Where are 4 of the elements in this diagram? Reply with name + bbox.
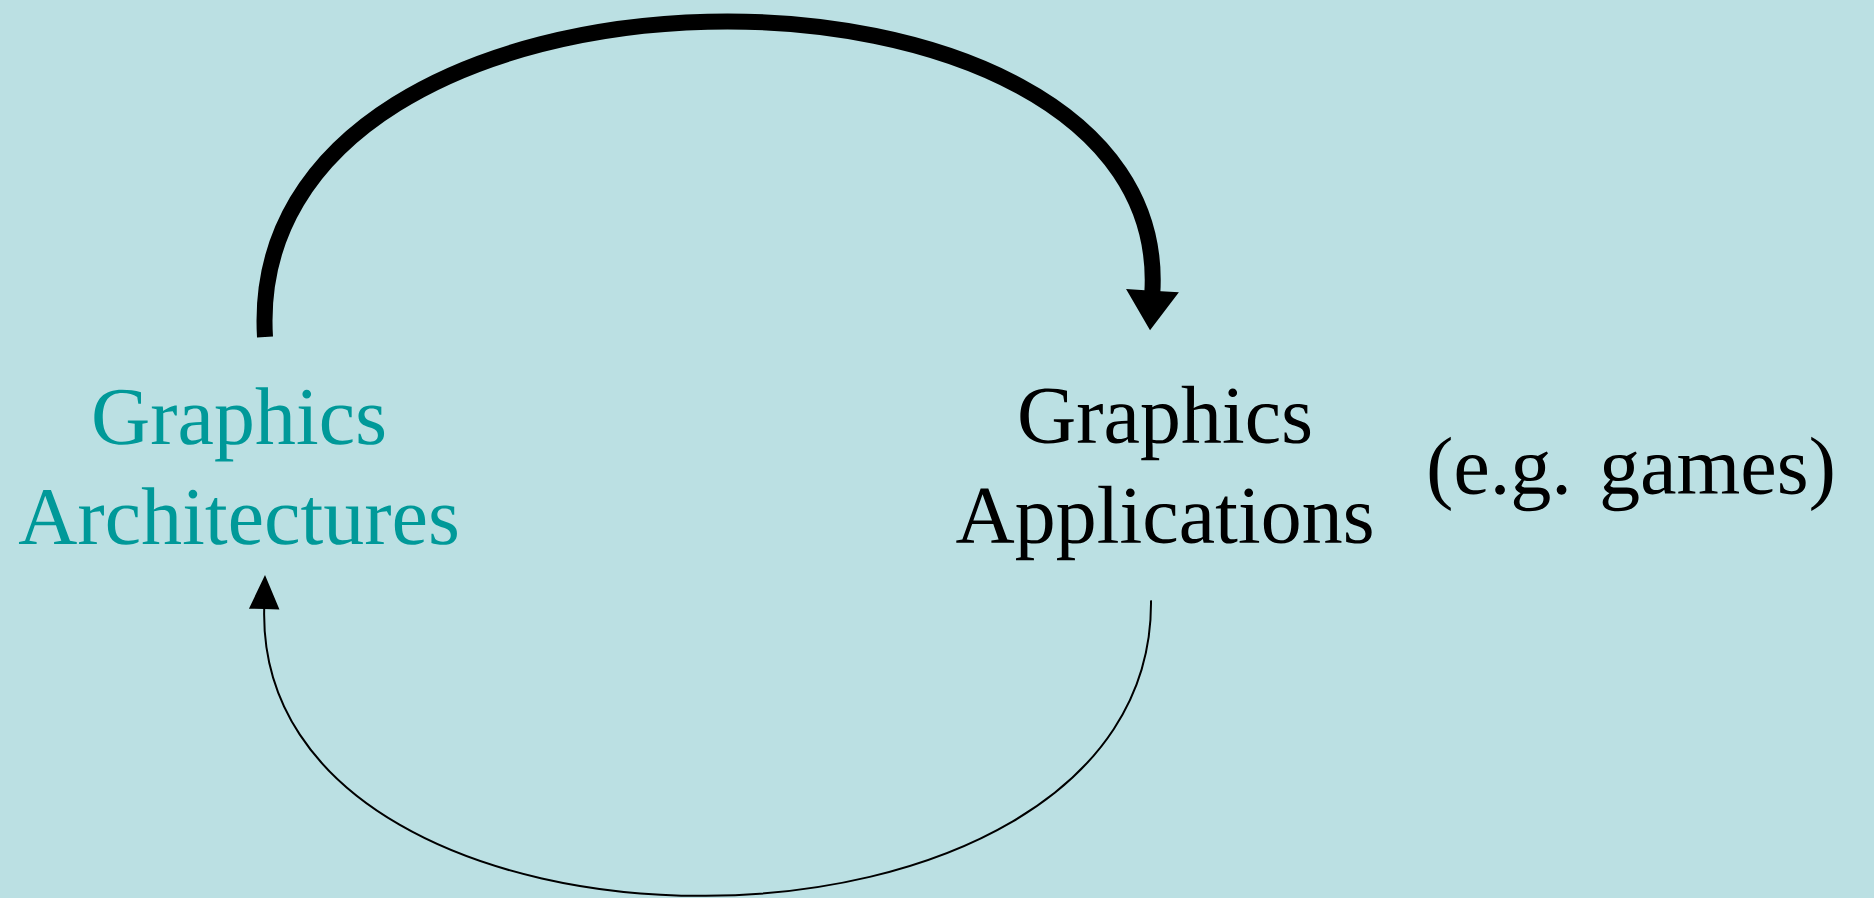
node-label: Graphics Architectures — [18, 387, 457, 545]
note-text: (e.g. games) — [1429, 436, 1833, 512]
arrow — [257, 14, 1179, 338]
node-label: Graphics Applications — [956, 385, 1372, 561]
